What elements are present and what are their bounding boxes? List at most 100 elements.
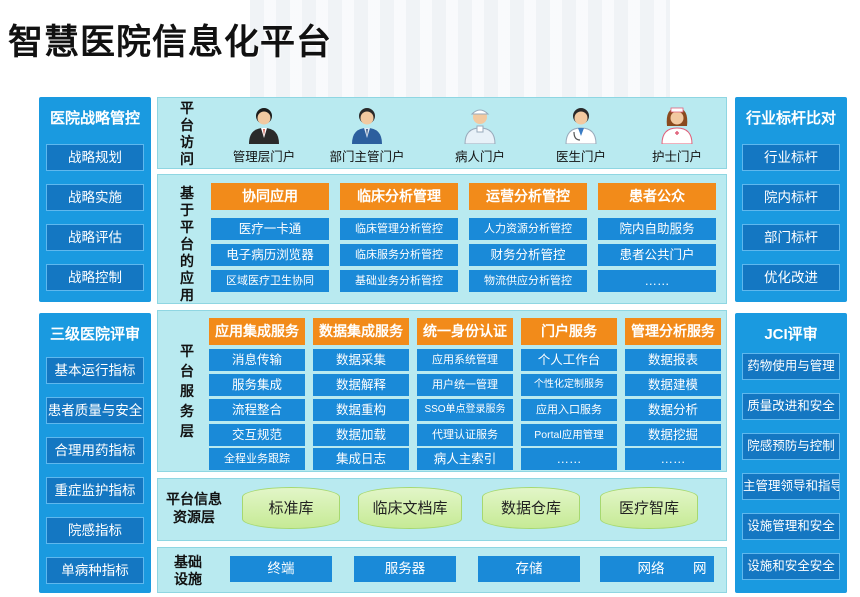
band-label-apps: 基于平台的应用: [180, 185, 194, 303]
services-cell[interactable]: 数据采集: [313, 349, 409, 371]
band-label-services: 平台服务层: [180, 343, 194, 439]
services-cell[interactable]: 数据报表: [625, 349, 721, 371]
band-platform-services: 平台服务层 应用集成服务 消息传输 服务集成 流程整合 交互规范 全程业务跟踪 …: [157, 310, 727, 472]
services-cell[interactable]: 流程整合: [209, 399, 305, 421]
panel-strategy: 医院战略管控 战略规划 战略实施 战略评估 战略控制: [39, 97, 151, 302]
apps-cell[interactable]: 患者公共门户: [598, 244, 716, 266]
services-cell[interactable]: ……: [625, 448, 721, 470]
services-cell[interactable]: 个性化定制服务: [521, 374, 617, 396]
strategy-item[interactable]: 战略实施: [46, 184, 144, 211]
database-standard[interactable]: 标准库: [242, 487, 340, 529]
manager-icon: [249, 108, 279, 144]
panel-jci-review-title: JCI评审: [764, 326, 818, 343]
apps-column-head[interactable]: 患者公众: [598, 183, 716, 210]
review-item[interactable]: 院感指标: [46, 517, 144, 544]
apps-column-head[interactable]: 临床分析管理: [340, 183, 458, 210]
portal-patient[interactable]: 病人门户: [434, 104, 526, 165]
portal-label: 护士门户: [651, 150, 702, 164]
services-cell[interactable]: 数据挖掘: [625, 424, 721, 446]
portal-supervisor[interactable]: 部门主管门户: [321, 104, 413, 165]
portal-doctor[interactable]: 医生门户: [535, 104, 627, 165]
services-cell[interactable]: 消息传输: [209, 349, 305, 371]
services-cell[interactable]: 集成日志: [313, 448, 409, 470]
services-column-head[interactable]: 应用集成服务: [209, 318, 305, 345]
infra-network[interactable]: 网络: [600, 556, 702, 582]
services-column-head[interactable]: 统一身份认证: [417, 318, 513, 345]
apps-cell[interactable]: 电子病历浏览器: [211, 244, 329, 266]
benchmark-item[interactable]: 院内标杆: [742, 184, 840, 211]
jci-item[interactable]: 设施管理和安全: [742, 513, 840, 540]
services-cell[interactable]: Portal应用管理: [521, 424, 617, 446]
services-cell[interactable]: 数据分析: [625, 399, 721, 421]
band-label-access: 平台访问: [180, 100, 194, 167]
services-column-head[interactable]: 管理分析服务: [625, 318, 721, 345]
apps-column-head[interactable]: 协同应用: [211, 183, 329, 210]
infra-server[interactable]: 服务器: [354, 556, 456, 582]
services-cell[interactable]: 服务集成: [209, 374, 305, 396]
apps-cell[interactable]: 院内自助服务: [598, 218, 716, 240]
panel-grade3-review-title: 三级医院评审: [49, 326, 140, 343]
services-column-head[interactable]: 数据集成服务: [313, 318, 409, 345]
strategy-item[interactable]: 战略控制: [46, 264, 144, 291]
background-building: [250, 0, 670, 110]
jci-item[interactable]: 主管理领导和指导: [742, 473, 840, 500]
band-platform-access: 平台访问 管理层门户 部门主管门户 病人门户 医生门户: [157, 97, 727, 169]
services-cell[interactable]: 数据建模: [625, 374, 721, 396]
apps-cell[interactable]: 物流供应分析管控: [469, 270, 587, 292]
page-title: 智慧医院信息化平台: [8, 23, 333, 62]
services-cell[interactable]: ……: [521, 448, 617, 470]
database-medical-knowledge[interactable]: 医疗智库: [600, 487, 698, 529]
apps-cell[interactable]: 临床管理分析管控: [340, 218, 458, 240]
jci-item[interactable]: 药物使用与管理: [742, 353, 840, 380]
jci-item[interactable]: 设施和安全安全: [742, 553, 840, 580]
apps-cell[interactable]: 人力资源分析管控: [469, 218, 587, 240]
services-cell[interactable]: SSO单点登录服务: [417, 399, 513, 421]
strategy-item[interactable]: 战略规划: [46, 144, 144, 171]
benchmark-item[interactable]: 行业标杆: [742, 144, 840, 171]
review-item[interactable]: 重症监护指标: [46, 477, 144, 504]
strategy-item[interactable]: 战略评估: [46, 224, 144, 251]
nurse-icon: [661, 107, 693, 144]
portal-nurse[interactable]: 护士门户: [631, 104, 723, 165]
doctor-icon: [565, 108, 597, 144]
services-cell[interactable]: 数据加载: [313, 424, 409, 446]
panel-strategy-title: 医院战略管控: [49, 110, 140, 127]
review-item[interactable]: 患者质量与安全: [46, 397, 144, 424]
infra-terminal[interactable]: 终端: [230, 556, 332, 582]
services-cell[interactable]: 病人主索引: [417, 448, 513, 470]
services-cell[interactable]: 个人工作台: [521, 349, 617, 371]
jci-item[interactable]: 质量改进和安全: [742, 393, 840, 420]
infra-network-partial[interactable]: 网: [690, 556, 714, 582]
services-cell[interactable]: 应用系统管理: [417, 349, 513, 371]
services-cell[interactable]: 全程业务跟踪: [209, 448, 305, 470]
review-item[interactable]: 单病种指标: [46, 557, 144, 584]
supervisor-icon: [352, 108, 382, 144]
benchmark-item[interactable]: 部门标杆: [742, 224, 840, 251]
jci-item[interactable]: 院感预防与控制: [742, 433, 840, 460]
services-cell[interactable]: 代理认证服务: [417, 424, 513, 446]
apps-cell[interactable]: 财务分析管控: [469, 244, 587, 266]
band-label-resources: 平台信息资源层: [166, 491, 222, 525]
review-item[interactable]: 基本运行指标: [46, 357, 144, 384]
services-cell[interactable]: 数据解释: [313, 374, 409, 396]
services-cell[interactable]: 数据重构: [313, 399, 409, 421]
apps-column-head[interactable]: 运营分析管控: [469, 183, 587, 210]
apps-cell[interactable]: ……: [598, 270, 716, 292]
database-warehouse[interactable]: 数据仓库: [482, 487, 580, 529]
services-cell[interactable]: 用户统一管理: [417, 374, 513, 396]
database-clinical-docs[interactable]: 临床文档库: [358, 487, 462, 529]
services-cell[interactable]: 应用入口服务: [521, 399, 617, 421]
apps-cell[interactable]: 临床服务分析管控: [340, 244, 458, 266]
infra-storage[interactable]: 存储: [478, 556, 580, 582]
apps-cell[interactable]: 区域医疗卫生协同: [211, 270, 329, 292]
portal-manager[interactable]: 管理层门户: [218, 104, 310, 165]
panel-benchmark-title: 行业标杆比对: [745, 110, 836, 127]
services-cell[interactable]: 交互规范: [209, 424, 305, 446]
apps-cell[interactable]: 基础业务分析管控: [340, 270, 458, 292]
portal-label: 部门主管门户: [329, 150, 405, 164]
portal-label: 管理层门户: [232, 150, 296, 164]
apps-cell[interactable]: 医疗一卡通: [211, 218, 329, 240]
review-item[interactable]: 合理用药指标: [46, 437, 144, 464]
benchmark-item[interactable]: 优化改进: [742, 264, 840, 291]
services-column-head[interactable]: 门户服务: [521, 318, 617, 345]
